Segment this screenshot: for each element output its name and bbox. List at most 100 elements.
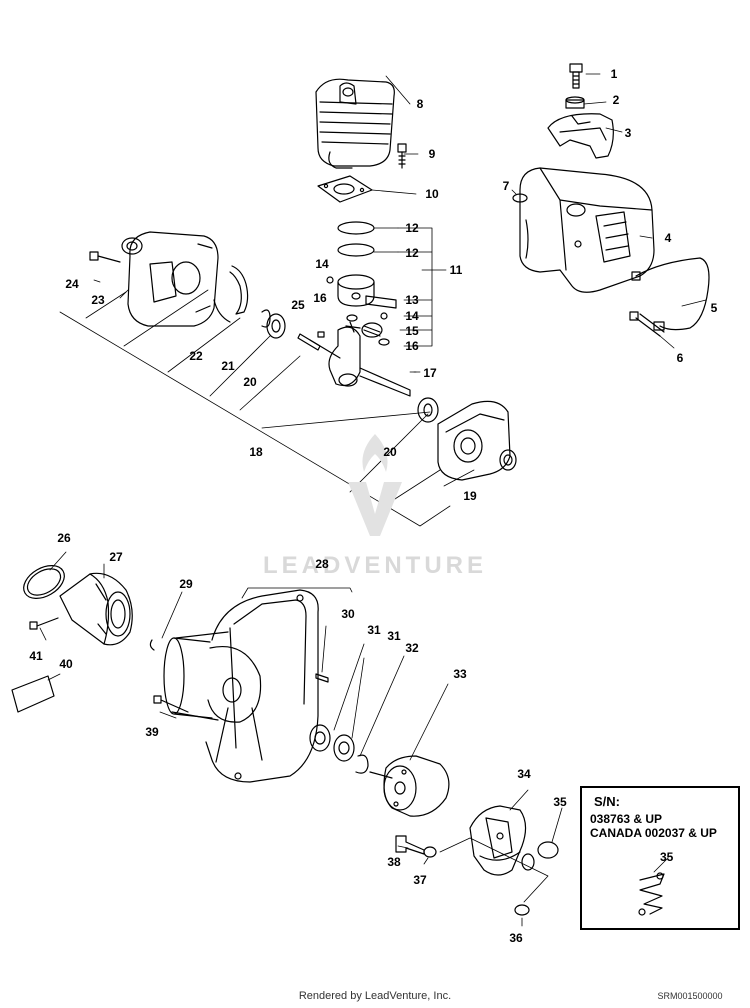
part-label: 27: [109, 550, 123, 564]
bolt-part-39: [153, 695, 189, 713]
bearing-part-20b: [417, 397, 439, 423]
reference-lines-lower: [39, 551, 669, 927]
pin-part-30: [315, 673, 329, 683]
part-label: 31: [387, 629, 401, 643]
part-label: 12: [405, 221, 419, 235]
part-label: 29: [179, 577, 193, 591]
wire-part-5: [631, 257, 710, 331]
part-label: 7: [502, 179, 510, 193]
bolt-part-9: [397, 143, 407, 169]
clip-part-14b: [380, 312, 388, 320]
part-label: 24: [65, 277, 79, 291]
washer-part-7: [512, 193, 528, 203]
piston-part-11: [337, 274, 375, 307]
decal-part-40: [11, 675, 55, 713]
watermark-text: LEADVENTURE: [262, 552, 488, 579]
part-label: 37: [413, 873, 427, 887]
key-part-25: [317, 331, 325, 338]
clutch-part-34: [469, 805, 527, 876]
snap-ring-part-32: [355, 754, 369, 774]
cover-part-3: [547, 113, 614, 159]
gasket-part-22: [213, 265, 249, 323]
part-label: 14: [405, 309, 419, 323]
part-label: 15: [405, 324, 419, 338]
part-label: 25: [291, 298, 305, 312]
part-label: 38: [387, 855, 401, 869]
part-label: 36: [509, 931, 523, 945]
bearing-part-31b: [333, 734, 355, 762]
snap-ring-part-21: [261, 309, 271, 328]
piston-rings-part-12: [337, 221, 375, 257]
part-label: 3: [624, 126, 632, 140]
part-label: 2: [612, 93, 620, 107]
fan-housing-part-28: [163, 589, 319, 783]
part-label: 16: [405, 339, 419, 353]
spring-inset-part-35: [638, 872, 665, 916]
serial-number-range: 038763 & UP: [590, 812, 663, 826]
clip-part-29: [149, 639, 155, 651]
part-label: 23: [91, 293, 105, 307]
part-label: 22: [189, 349, 203, 363]
part-label: 40: [59, 657, 73, 671]
part-label: 35: [553, 795, 567, 809]
muffler-part-4: [519, 167, 655, 293]
part-label: 9: [428, 147, 436, 161]
washer-part-16b: [378, 338, 390, 346]
inset-part-label: 35: [660, 850, 674, 864]
leadventure-logo-watermark: [348, 434, 402, 536]
bolt-part-41: [29, 617, 59, 630]
part-label: 30: [341, 607, 355, 621]
part-label: 18: [249, 445, 263, 459]
part-label: 39: [145, 725, 159, 739]
tube-part-27: [59, 572, 133, 646]
washer-part-37: [423, 846, 437, 858]
part-label: 1: [610, 67, 618, 81]
serial-number-canada-range: CANADA 002037 & UP: [590, 826, 717, 840]
washer-part-2: [565, 96, 585, 109]
clutch-drum-part-33: [369, 755, 450, 817]
o-ring-part-26: [23, 565, 65, 599]
part-label: 5: [710, 301, 718, 315]
part-label: 10: [425, 187, 439, 201]
clip-part-14: [326, 276, 334, 284]
crankshaft-part-17: [297, 321, 411, 397]
serial-number-title: S/N:: [594, 794, 620, 809]
crankcase-half-part-19: [437, 400, 517, 481]
part-label: 6: [676, 351, 684, 365]
part-label: 19: [463, 489, 477, 503]
part-label: 17: [423, 366, 437, 380]
bolt-part-38: [395, 835, 425, 855]
washer-part-16a: [346, 314, 358, 322]
serial-number-inset: S/N: 038763 & UP CANADA 002037 & UP 35: [580, 786, 740, 930]
part-label: 26: [57, 531, 71, 545]
bearing-part-15: [361, 322, 383, 338]
part-label: 28: [315, 557, 329, 571]
pin-part-13: [365, 295, 397, 309]
bolt-part-24: [89, 251, 121, 263]
bearing-part-20a: [266, 313, 286, 339]
part-label: 34: [517, 767, 531, 781]
gasket-part-10: [317, 175, 373, 203]
spring-part-35: [521, 841, 559, 871]
part-label: 20: [383, 445, 397, 459]
part-label: 33: [453, 667, 467, 681]
part-label: 14: [315, 257, 329, 271]
bolt-part-1: [569, 63, 583, 89]
part-label: 41: [29, 649, 43, 663]
diagram-code: SRM001500000: [657, 991, 723, 1001]
crankcase-half-part-23: [121, 231, 219, 327]
bolt-part-6: [629, 311, 665, 337]
part-label: 31: [367, 623, 381, 637]
part-label: 32: [405, 641, 419, 655]
part-label: 12: [405, 246, 419, 260]
part-label: 20: [243, 375, 257, 389]
reference-lines-upper: [59, 73, 707, 527]
part-label: 8: [416, 97, 424, 111]
washer-part-36: [514, 904, 530, 916]
footer-credit: Rendered by LeadVenture, Inc.: [298, 990, 452, 1002]
bearing-part-31a: [309, 724, 331, 752]
part-label: 11: [449, 263, 463, 277]
part-label: 13: [405, 293, 419, 307]
cylinder-part-8: [315, 78, 395, 169]
